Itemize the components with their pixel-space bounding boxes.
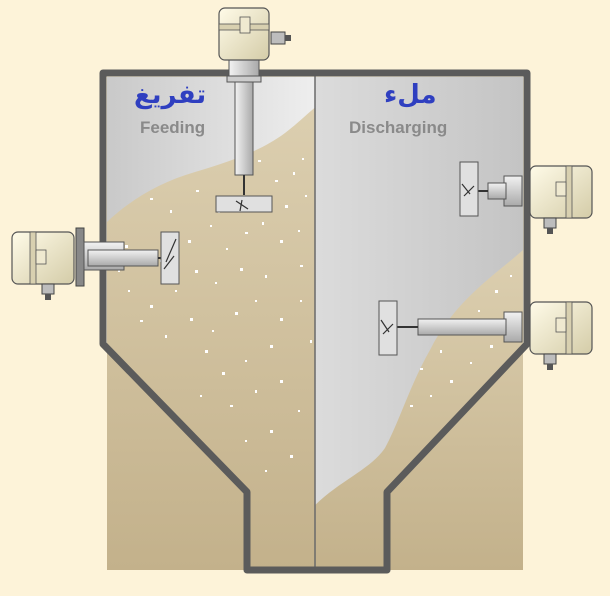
top-rotary-sensor bbox=[215, 7, 291, 213]
right-arabic-label: ملء bbox=[384, 80, 437, 110]
left-english-label: Feeding bbox=[140, 118, 206, 137]
silo-wall bbox=[99, 69, 531, 574]
left-arabic-label: تفريغ bbox=[134, 80, 207, 110]
right-english-label: Discharging bbox=[349, 118, 448, 137]
right-lower-rotary-sensor bbox=[378, 300, 593, 370]
left-rotary-sensor bbox=[11, 227, 180, 300]
right-upper-rotary-sensor bbox=[459, 161, 593, 234]
granules bbox=[118, 158, 512, 472]
